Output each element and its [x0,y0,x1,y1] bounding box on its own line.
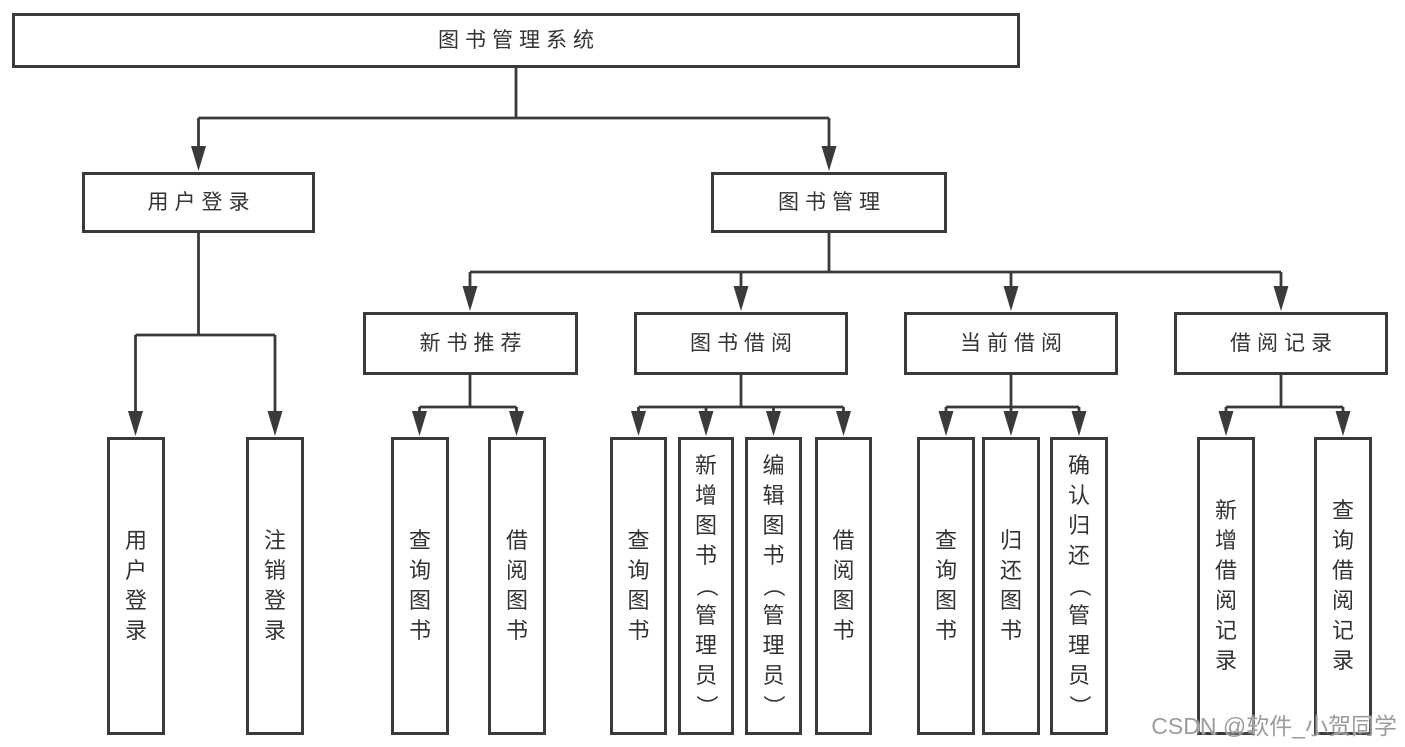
node-book-management: 图书管理 [711,172,947,233]
connector-borrowing-records-branch [1218,375,1351,436]
node-label: 查询图书 [934,528,957,643]
node-leaf-query-borrow-record: 查询借阅记录 [1314,437,1372,735]
node-library-management-system: 图书管理系统 [12,13,1020,68]
node-label: 当前借阅 [960,332,1068,355]
node-leaf-borrow-books-1: 借阅图书 [488,437,546,735]
node-label: 新书推荐 [419,332,528,355]
node-leaf-add-book-admin: 新增图书（管理员） [678,437,734,735]
connector-book-management-branch [462,233,1289,311]
connector-current-borrowing-branch [938,375,1087,436]
node-leaf-return-book: 归还图书 [982,437,1040,735]
node-label: 编辑图书（管理员） [761,453,787,718]
node-leaf-query-books-2: 查询图书 [610,437,667,735]
node-label: 归还图书 [999,528,1022,643]
node-label: 借阅图书 [832,528,855,643]
node-label: 新增借阅记录 [1214,498,1237,673]
watermark: CSDN @软件_小贺同学 [1151,713,1397,739]
node-label: 借阅图书 [505,528,528,643]
node-label: 图书借阅 [690,332,798,355]
node-leaf-edit-book-admin: 编辑图书（管理员） [745,437,802,735]
node-borrowing-records: 借阅记录 [1174,312,1388,375]
connector-book-borrowing-branch [631,375,851,436]
node-label: 图书管理系统 [438,29,600,52]
node-label: 查询图书 [408,528,431,643]
node-label: 图书管理 [778,191,886,214]
node-label: 借阅记录 [1230,332,1338,355]
node-current-borrowing: 当前借阅 [904,312,1118,375]
node-leaf-logout: 注销登录 [246,437,304,735]
connector-new-book-branch [412,375,524,436]
node-leaf-query-books-3: 查询图书 [917,437,975,735]
node-label: 用户登录 [147,191,256,214]
node-label: 新增图书（管理员） [693,453,719,718]
node-label: 注销登录 [263,528,286,643]
node-label: 确认归还（管理员） [1066,453,1092,718]
node-leaf-borrow-books-2: 借阅图书 [815,437,872,735]
node-leaf-user-login: 用户登录 [107,437,165,735]
connector-user-login-branch [128,233,283,436]
node-label: 查询借阅记录 [1331,498,1354,673]
node-leaf-confirm-return-admin: 确认归还（管理员） [1050,437,1108,735]
node-new-book-recommend: 新书推荐 [363,312,578,375]
node-user-login: 用户登录 [82,172,315,233]
node-book-borrowing: 图书借阅 [634,312,848,375]
node-leaf-add-borrow-record: 新增借阅记录 [1197,437,1255,735]
node-label: 用户登录 [124,528,147,643]
connector-root-to-level2 [191,68,837,171]
node-label: 查询图书 [627,528,650,643]
node-leaf-query-books-1: 查询图书 [391,437,449,735]
